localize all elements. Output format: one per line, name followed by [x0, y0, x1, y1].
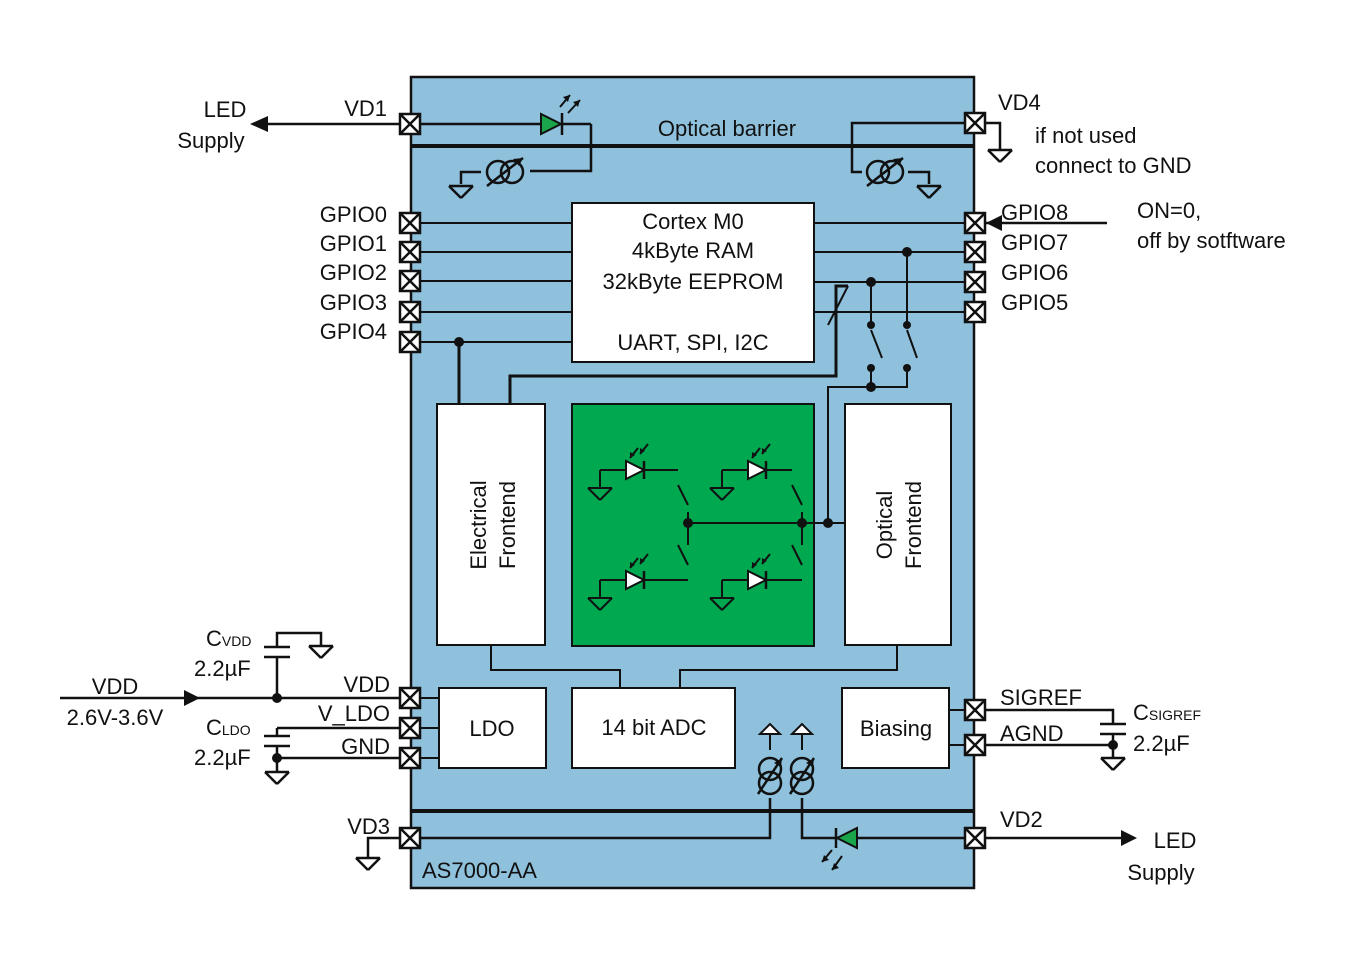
pin-v-ldo [398, 716, 422, 740]
pin-gpio3 [398, 300, 422, 324]
pin-label-gpio5: GPIO5 [1001, 290, 1068, 315]
optical-frontend-label-1: Optical [872, 491, 897, 559]
adc-label: 14 bit ADC [601, 715, 706, 740]
pin-vd2 [963, 826, 987, 850]
pin-gpio1 [398, 240, 422, 264]
mcu-label-interfaces: UART, SPI, I2C [617, 330, 768, 355]
cldo-label: CLDO [206, 715, 251, 740]
pin-label-vd3: VD3 [347, 814, 390, 839]
pin-label-gpio3: GPIO3 [320, 290, 387, 315]
pin-vd3 [398, 826, 422, 850]
pin-sigref [963, 698, 987, 722]
csigref-value: 2.2µF [1133, 731, 1190, 756]
pin-label-vd2: VD2 [1000, 807, 1043, 832]
cvdd-value: 2.2µF [194, 656, 251, 681]
pin-gpio6 [963, 270, 987, 294]
pin-gpio4 [398, 330, 422, 354]
pin-label-gpio4: GPIO4 [320, 319, 387, 344]
ldo-label: LDO [469, 716, 514, 741]
pin-agnd [963, 733, 987, 757]
gpio8-input-arrow [986, 215, 1002, 231]
pin-label-vdd: VDD [344, 672, 390, 697]
pin-label-gpio6: GPIO6 [1001, 260, 1068, 285]
pin-label-sigref: SIGREF [1000, 685, 1082, 710]
pin-gpio0 [398, 211, 422, 235]
mcu-label-core: Cortex M0 [642, 209, 743, 234]
vdd-input-arrow [184, 690, 200, 706]
vdd-input-label: VDD [92, 674, 138, 699]
pin-gpio7 [963, 240, 987, 264]
mcu-block [571, 202, 815, 363]
pin-label-gpio8: GPIO8 [1001, 200, 1068, 225]
led-supply-top-label-2: Supply [177, 128, 244, 153]
pin-label-gpio2: GPIO2 [320, 260, 387, 285]
pin-vd1 [398, 112, 422, 136]
pin-label-gpio7: GPIO7 [1001, 230, 1068, 255]
pin-label-gnd: GND [341, 734, 390, 759]
pin-label-vd4: VD4 [998, 90, 1041, 115]
gpio8-note-line-2: off by sotftware [1137, 228, 1286, 253]
cvdd-label: CVDD [206, 626, 251, 651]
ground-icon [263, 770, 291, 786]
pin-gnd [398, 746, 422, 770]
pin-vdd [398, 686, 422, 710]
pin-label-vd1: VD1 [344, 96, 387, 121]
electrical-frontend-block [436, 403, 546, 646]
ground-icon [1099, 756, 1127, 772]
chip-name-label: AS7000-AA [422, 858, 537, 883]
biasing-label: Biasing [860, 716, 932, 741]
electrical-frontend-label-2: Frontend [495, 481, 520, 569]
vdd-range-label: 2.6V-3.6V [67, 705, 164, 730]
led-supply-bottom-arrow [1121, 830, 1137, 846]
pin-gpio5 [963, 300, 987, 324]
led-supply-bottom-label-1: LED [1154, 828, 1197, 853]
electrical-frontend-label-1: Electrical [466, 480, 491, 569]
optical-frontend-label-2: Frontend [901, 481, 926, 569]
ground-icon [354, 856, 382, 872]
ground-icon [307, 644, 335, 660]
ground-icon [986, 148, 1014, 164]
biasing-block [841, 687, 950, 769]
mcu-label-eeprom: 32kByte EEPROM [603, 269, 784, 294]
pin-label-agnd: AGND [1000, 721, 1064, 746]
pin-gpio8 [963, 211, 987, 235]
csigref-label: CSIGREF [1133, 700, 1201, 725]
led-top-icon [540, 112, 564, 136]
optical-barrier-label: Optical barrier [658, 116, 796, 141]
led-supply-top-label-1: LED [204, 97, 247, 122]
gpio8-note-line-1: ON=0, [1137, 198, 1201, 223]
pin-label-gpio0: GPIO0 [320, 202, 387, 227]
vd4-note-line-2: connect to GND [1035, 153, 1192, 178]
cldo-value: 2.2µF [194, 745, 251, 770]
pin-label-gpio1: GPIO1 [320, 231, 387, 256]
vd4-note-line-1: if not used [1035, 123, 1137, 148]
photodiode-array [571, 403, 815, 647]
led-supply-bottom-label-2: Supply [1127, 860, 1194, 885]
mcu-label-ram: 4kByte RAM [632, 238, 754, 263]
led-supply-top-arrow [250, 116, 268, 132]
pin-vd4 [963, 111, 987, 135]
pin-label-v-ldo: V_LDO [318, 701, 390, 726]
adc-block [571, 687, 736, 769]
optical-frontend-block [844, 403, 952, 646]
pin-gpio2 [398, 269, 422, 293]
